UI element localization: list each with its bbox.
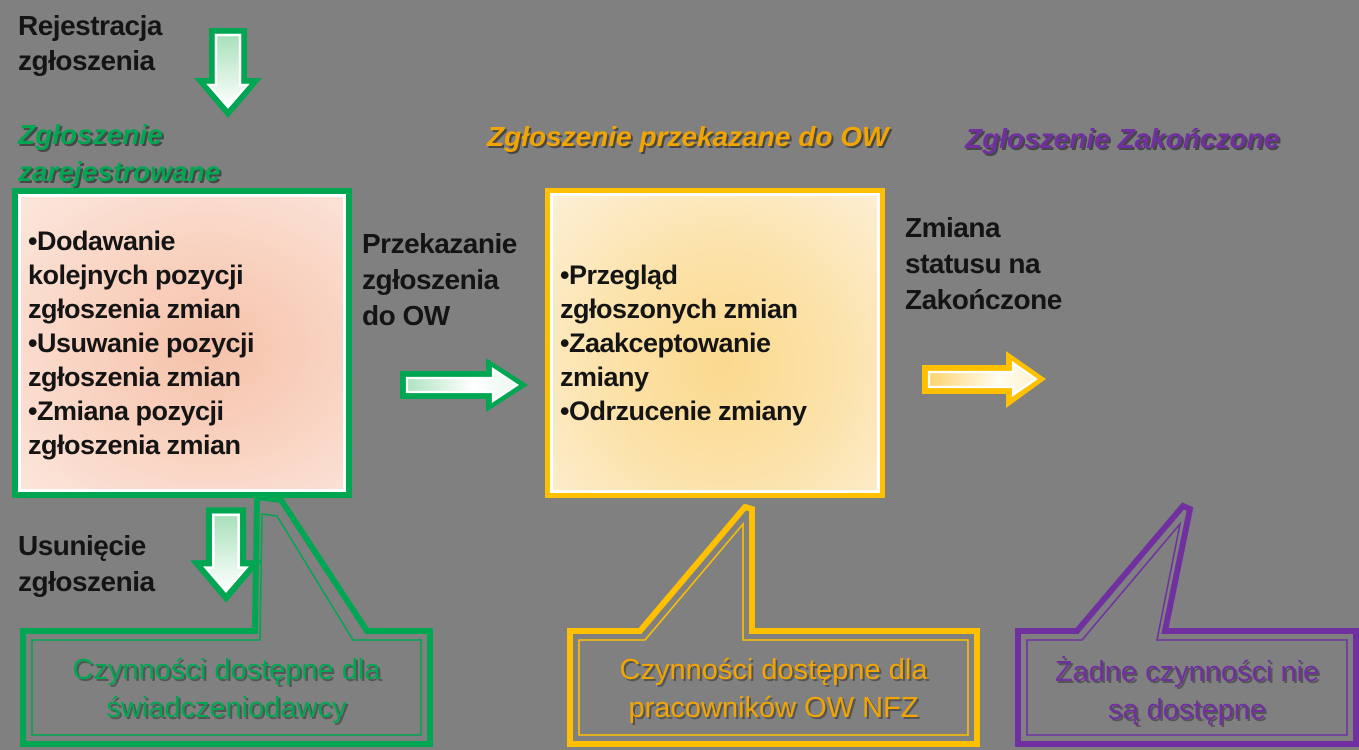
arrow-down-icon	[194, 28, 262, 118]
arrow-right-icon	[922, 351, 1046, 408]
transfer-step-label: Przekazanie zgłoszenia do OW	[362, 228, 517, 331]
complete-step-label: Zmiana statusu na Zakończone	[905, 212, 1062, 315]
delete-step-label: Usunięcie zgłoszenia	[18, 530, 155, 597]
bullet-item: •Odrzucenie zmiany	[560, 396, 807, 426]
arrow-right-icon	[400, 358, 528, 412]
registered-actions-box: •Dodawanie kolejnych pozycji zgłoszenia …	[12, 188, 352, 498]
bullet-item: •Usuwanie pozycji zgłoszenia zmian	[28, 328, 255, 392]
registered-actions-list: •Dodawanie kolejnych pozycji zgłoszenia …	[28, 224, 336, 462]
bullet-item: •Zmiana pozycji zgłoszenia zmian	[28, 396, 241, 460]
callout-provider-text: Czynności dostępne dla świadczeniodawcy	[72, 654, 381, 724]
transferred-actions-box: •Przegląd zgłoszonych zmian•Zaakceptowan…	[545, 188, 885, 498]
bullet-item: •Zaakceptowanie zmiany	[560, 328, 771, 392]
callout-nfz-outline	[567, 503, 980, 747]
bullet-item: •Przegląd zgłoszonych zmian	[560, 260, 798, 324]
callout-nfz-text: Czynności dostępne dla pracowników OW NF…	[619, 654, 928, 724]
transferred-actions-list: •Przegląd zgłoszonych zmian•Zaakceptowan…	[560, 258, 870, 428]
callout-provider-outline	[20, 493, 433, 747]
bullet-item: •Dodawanie kolejnych pozycji zgłoszenia …	[28, 226, 244, 324]
status-registered-title: Zgłoszenie zarejestrowane	[18, 119, 221, 187]
register-step-label: Rejestracja zgłoszenia	[18, 10, 162, 76]
callout-none-text: Żadne czynności nie są dostępne	[1054, 656, 1320, 726]
arrow-down-icon	[190, 505, 262, 605]
status-completed-title: Zgłoszenie Zakończone	[965, 123, 1280, 154]
callout-none-outline	[1015, 502, 1359, 747]
status-transferred-title: Zgłoszenie przekazane do OW	[487, 121, 889, 152]
